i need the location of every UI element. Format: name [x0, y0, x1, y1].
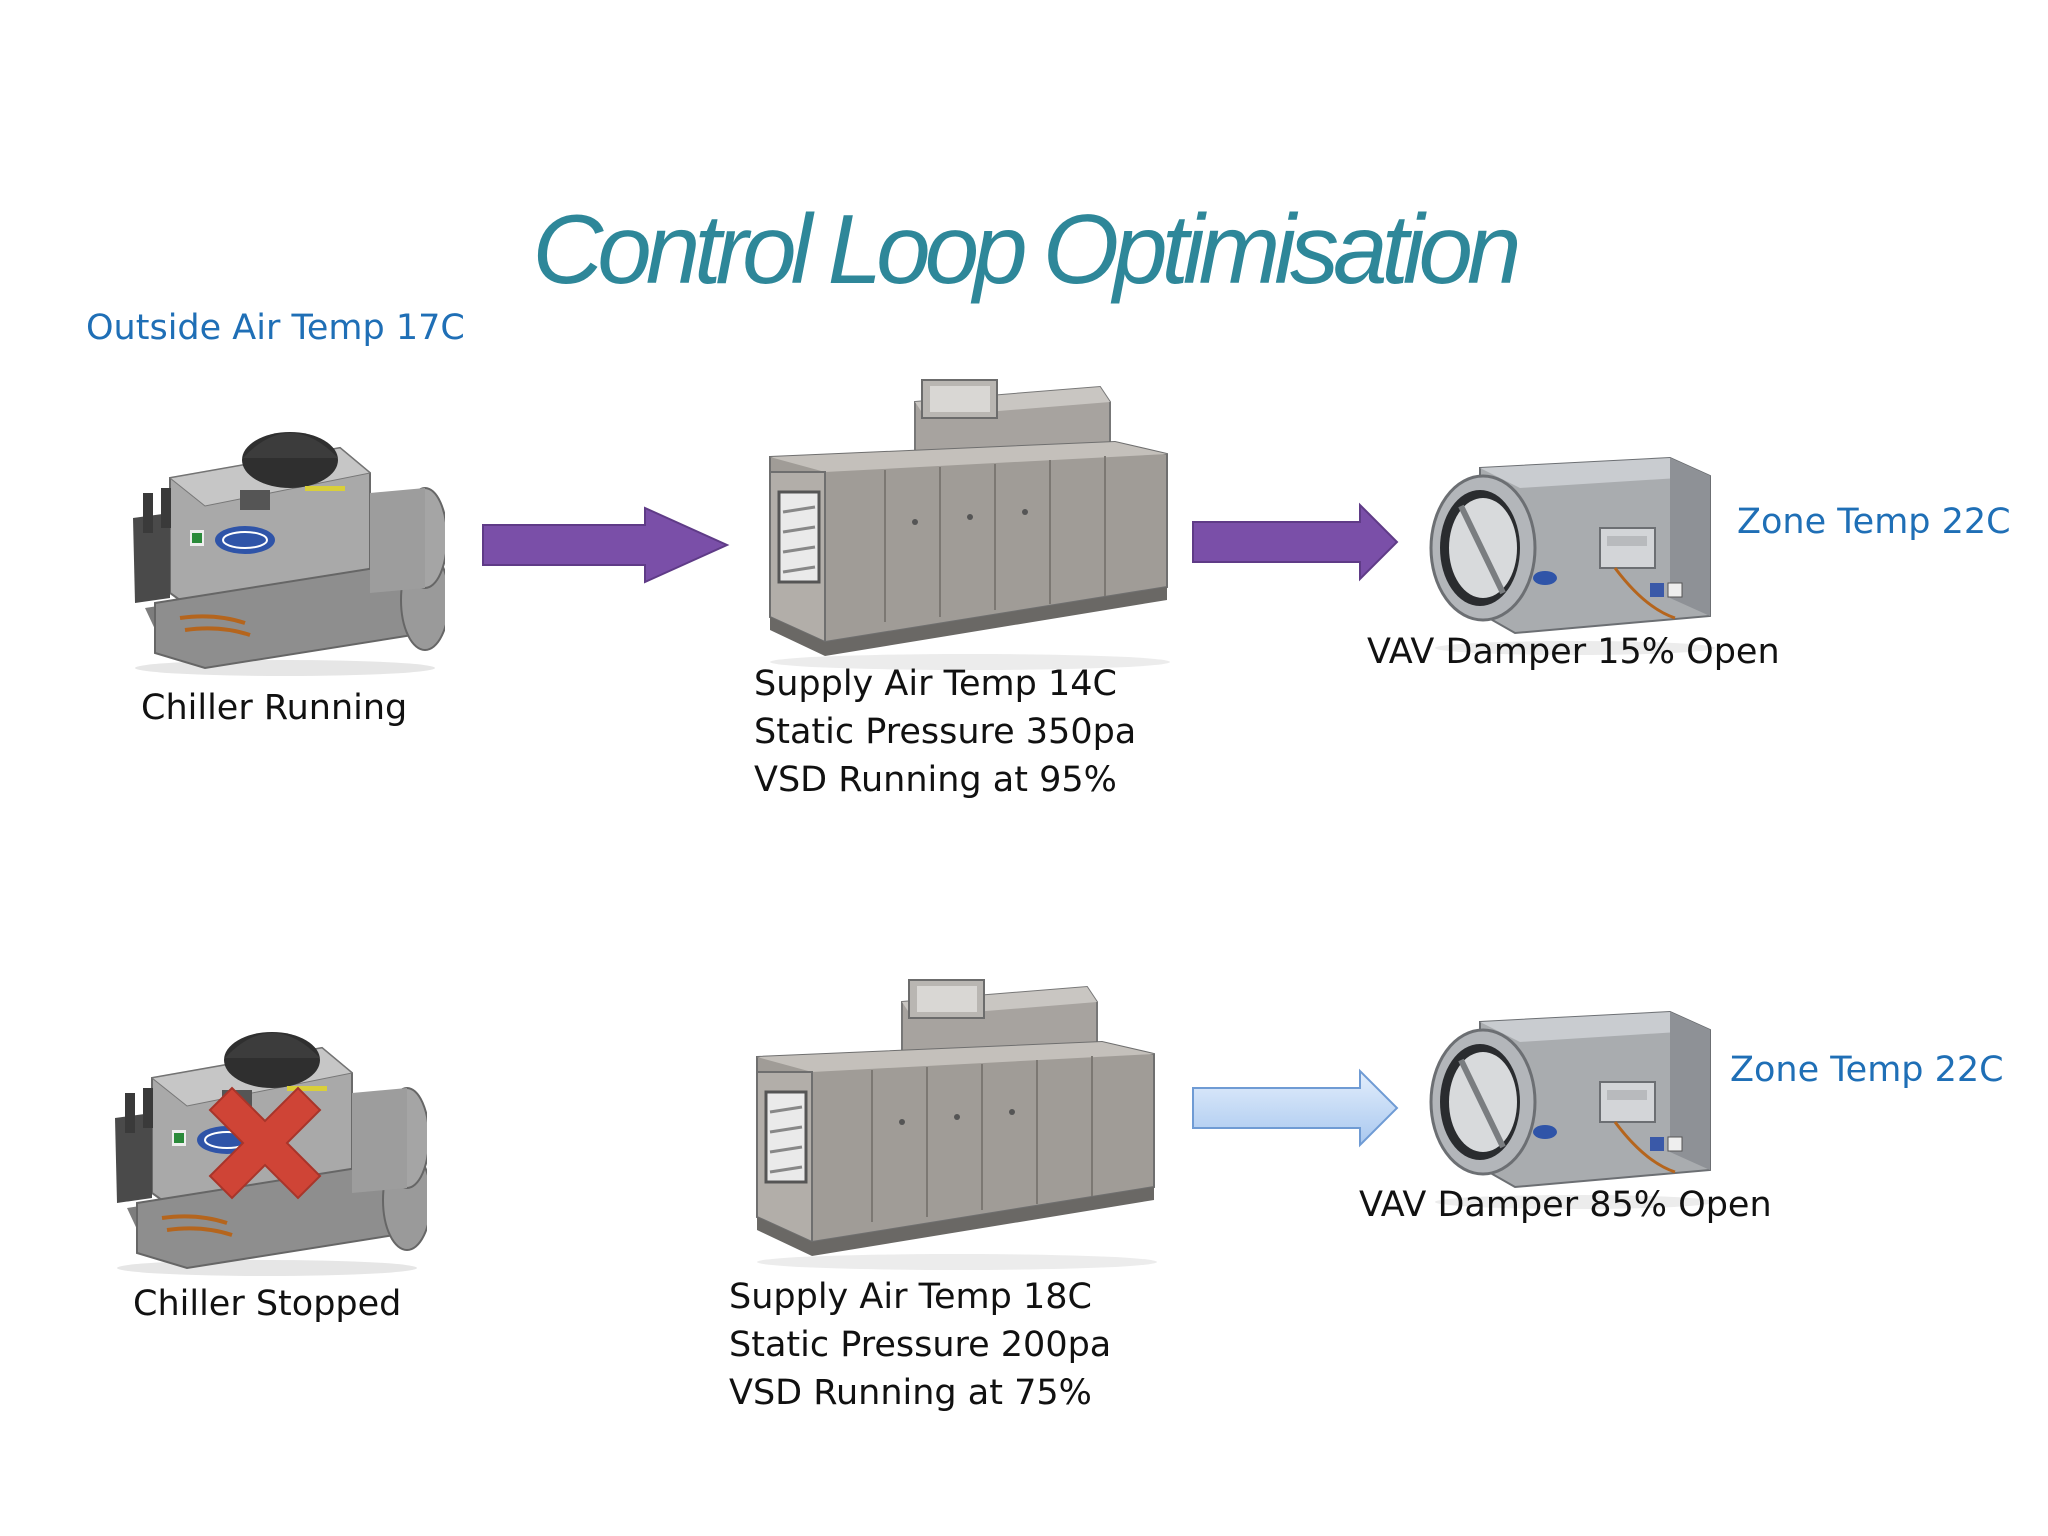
zone-temp-label: Zone Temp 22C: [1730, 1050, 2004, 1090]
vsd-speed-label: VSD Running at 75%: [729, 1373, 1092, 1413]
outside-air-temp-label: Outside Air Temp 17C: [86, 308, 465, 348]
static-pressure-label: Static Pressure 200pa: [729, 1325, 1112, 1365]
chiller-status-label: Chiller Running: [141, 688, 408, 728]
supply-air-temp-label: Supply Air Temp 18C: [729, 1277, 1092, 1317]
vav-damper-label: VAV Damper 15% Open: [1367, 632, 1780, 672]
page-title: Control Loop Optimisation: [532, 194, 1521, 304]
supply-air-temp-label: Supply Air Temp 14C: [754, 664, 1117, 704]
vav-damper-label: VAV Damper 85% Open: [1359, 1185, 1772, 1225]
ahu-readings: Supply Air Temp 18C Static Pressure 200p…: [729, 1273, 1111, 1417]
air-handling-unit-icon: [765, 372, 1175, 672]
air-handling-unit-icon: [752, 972, 1162, 1272]
arrow-right-icon: [1190, 1068, 1400, 1148]
chiller-status-label: Chiller Stopped: [133, 1284, 402, 1324]
ahu-readings: Supply Air Temp 14C Static Pressure 350p…: [754, 660, 1136, 804]
arrow-right-icon: [1190, 502, 1400, 582]
vav-damper-icon: [1425, 448, 1725, 658]
stop-cross-icon: [200, 1078, 330, 1208]
vsd-speed-label: VSD Running at 95%: [754, 760, 1117, 800]
static-pressure-label: Static Pressure 350pa: [754, 712, 1137, 752]
chiller-icon: [125, 418, 445, 678]
arrow-right-icon: [480, 505, 730, 585]
zone-temp-label: Zone Temp 22C: [1737, 502, 2011, 542]
